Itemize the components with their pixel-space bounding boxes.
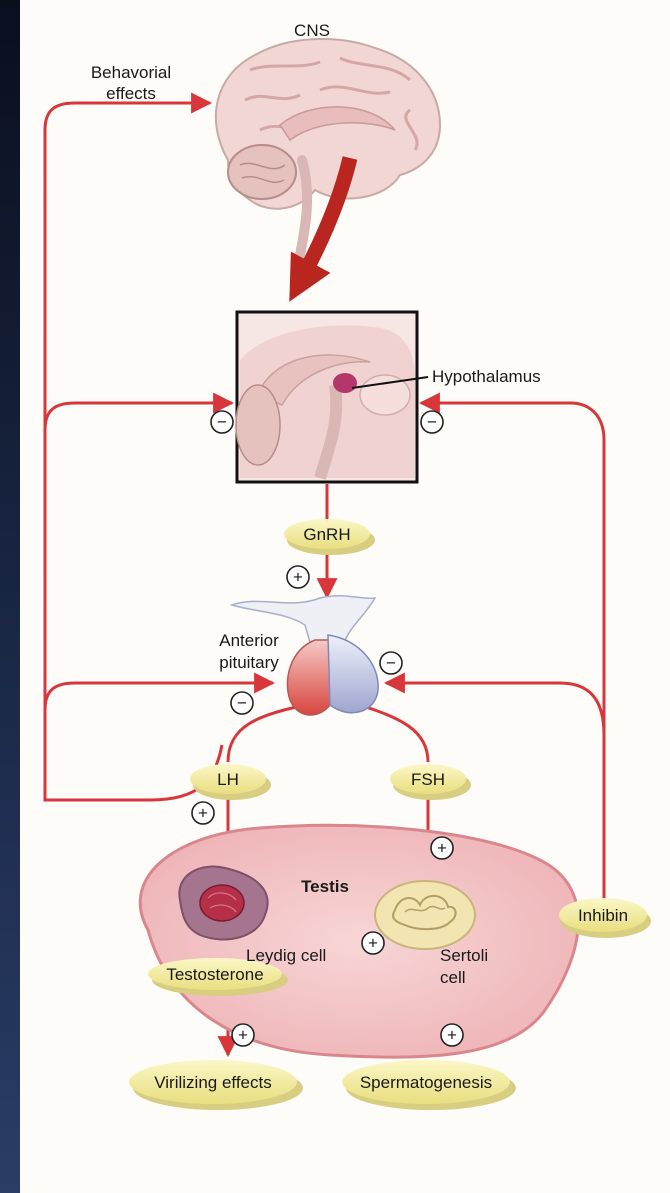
hypothalamus-label: Hypothalamus bbox=[432, 367, 541, 386]
arrow-behavioral-effects bbox=[45, 103, 222, 800]
plus-glyph: + bbox=[368, 934, 378, 953]
sertoli-cell bbox=[375, 881, 475, 949]
plus-glyph: + bbox=[293, 568, 303, 587]
hypothalamus-region bbox=[333, 373, 357, 393]
leydig-cell-label: Leydig cell bbox=[246, 946, 326, 965]
behavioral-effects-label-line1: Behavorial bbox=[91, 63, 171, 82]
lh-label: LH bbox=[217, 770, 239, 789]
hypothalamus-box bbox=[236, 312, 428, 482]
cns-label: CNS bbox=[294, 21, 330, 40]
arrow-testosterone-to-hypothalamus bbox=[45, 403, 232, 430]
inhibin-label: Inhibin bbox=[578, 906, 628, 925]
minus-glyph: − bbox=[427, 413, 437, 432]
sertoli-cell-label-line2: cell bbox=[440, 968, 466, 987]
plus-glyph: + bbox=[447, 1026, 457, 1045]
gnrh-label: GnRH bbox=[303, 525, 350, 544]
fsh-label: FSH bbox=[411, 770, 445, 789]
minus-glyph: − bbox=[386, 654, 396, 673]
virilizing-effects-label: Virilizing effects bbox=[154, 1073, 271, 1092]
testosterone-label: Testosterone bbox=[166, 965, 263, 984]
plus-glyph: + bbox=[198, 804, 208, 823]
testis-label: Testis bbox=[301, 877, 349, 896]
plus-glyph: + bbox=[238, 1026, 248, 1045]
minus-glyph: − bbox=[237, 694, 247, 713]
brain-illustration bbox=[216, 39, 440, 282]
plus-glyph: + bbox=[437, 839, 447, 858]
line-pituitary-to-fsh bbox=[360, 705, 428, 762]
testis bbox=[140, 825, 578, 1057]
anterior-pituitary-label-line1: Anterior bbox=[219, 631, 279, 650]
minus-glyph: − bbox=[217, 413, 227, 432]
spermatogenesis-label: Spermatogenesis bbox=[360, 1073, 492, 1092]
anterior-pituitary-label-line2: pituitary bbox=[219, 653, 279, 672]
behavioral-effects-label-line2: effects bbox=[106, 84, 156, 103]
sertoli-cell-label-line1: Sertoli bbox=[440, 946, 488, 965]
